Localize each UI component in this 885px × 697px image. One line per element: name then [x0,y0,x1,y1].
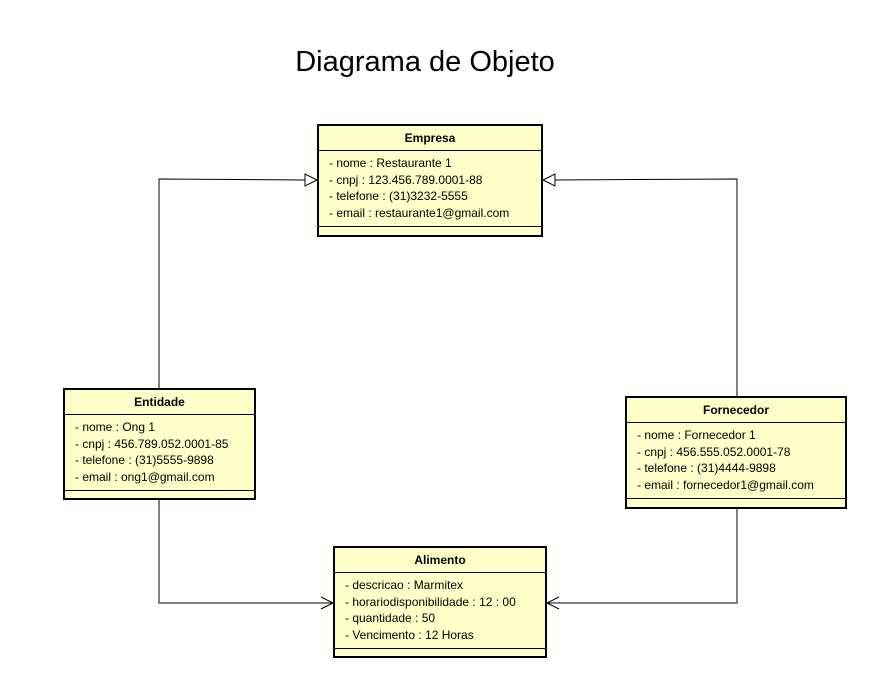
class-box-alimento[interactable]: Alimento - descricao : Marmitex - horari… [333,546,547,658]
attribute-row: - nome : Restaurante 1 [329,156,452,170]
attribute-list: - nome : Restaurante 1 - cnpj : 123.456.… [319,151,541,227]
attribute-row: - email : restaurante1@gmail.com [329,205,510,220]
attribute-row: - nome : Ong 1 [75,420,156,434]
attribute-row: - nome : Fornecedor 1 [637,428,756,442]
operations-compartment [335,649,545,656]
class-box-empresa[interactable]: Empresa - nome : Restaurante 1 - cnpj : … [317,124,543,237]
attribute-row: - cnpj : 456.789.052.0001-85 [75,436,229,451]
attribute-row: - telefone : (31)4444-9898 [637,461,776,475]
link-fornecedor-empresa [554,178,738,397]
attribute-list: - nome : Ong 1 - cnpj : 456.789.052.0001… [65,415,254,491]
operations-compartment [319,227,541,234]
attribute-row: - telefone : (31)5555-9898 [75,453,214,467]
class-name: Empresa [319,126,541,151]
link-entidade-alimento [158,499,332,604]
class-box-entidade[interactable]: Entidade - nome : Ong 1 - cnpj : 456.789… [63,388,256,500]
attribute-row: - cnpj : 123.456.789.0001-88 [329,172,483,187]
attribute-list: - nome : Fornecedor 1 - cnpj : 456.555.0… [627,423,845,499]
attribute-row: - descricao : Marmitex [345,578,464,592]
link-entidade-empresa [158,178,306,389]
attribute-row: - quantidade : 50 [345,611,436,625]
attribute-row: - cnpj : 456.555.052.0001-78 [637,444,791,459]
class-name: Alimento [335,548,545,573]
attribute-row: - email : fornecedor1@gmail.com [637,477,814,492]
attribute-row: - horariodisponibilidade : 12 : 00 [345,594,516,609]
operations-compartment [627,499,845,506]
attribute-row: - email : ong1@gmail.com [75,469,215,484]
attribute-list: - descricao : Marmitex - horariodisponib… [335,573,545,649]
generalization-arrowhead-right [541,173,556,187]
class-name: Entidade [65,390,254,415]
class-box-fornecedor[interactable]: Fornecedor - nome : Fornecedor 1 - cnpj … [625,396,847,509]
attribute-row: - Vencimento : 12 Horas [345,627,474,642]
generalization-arrowhead-left [304,173,319,187]
diagram-title: Diagrama de Objeto [295,46,555,78]
association-arrowhead-right [545,596,560,610]
operations-compartment [65,491,254,498]
attribute-row: - telefone : (31)3232-5555 [329,189,468,203]
link-fornecedor-alimento [547,508,738,604]
class-name: Fornecedor [627,398,845,423]
